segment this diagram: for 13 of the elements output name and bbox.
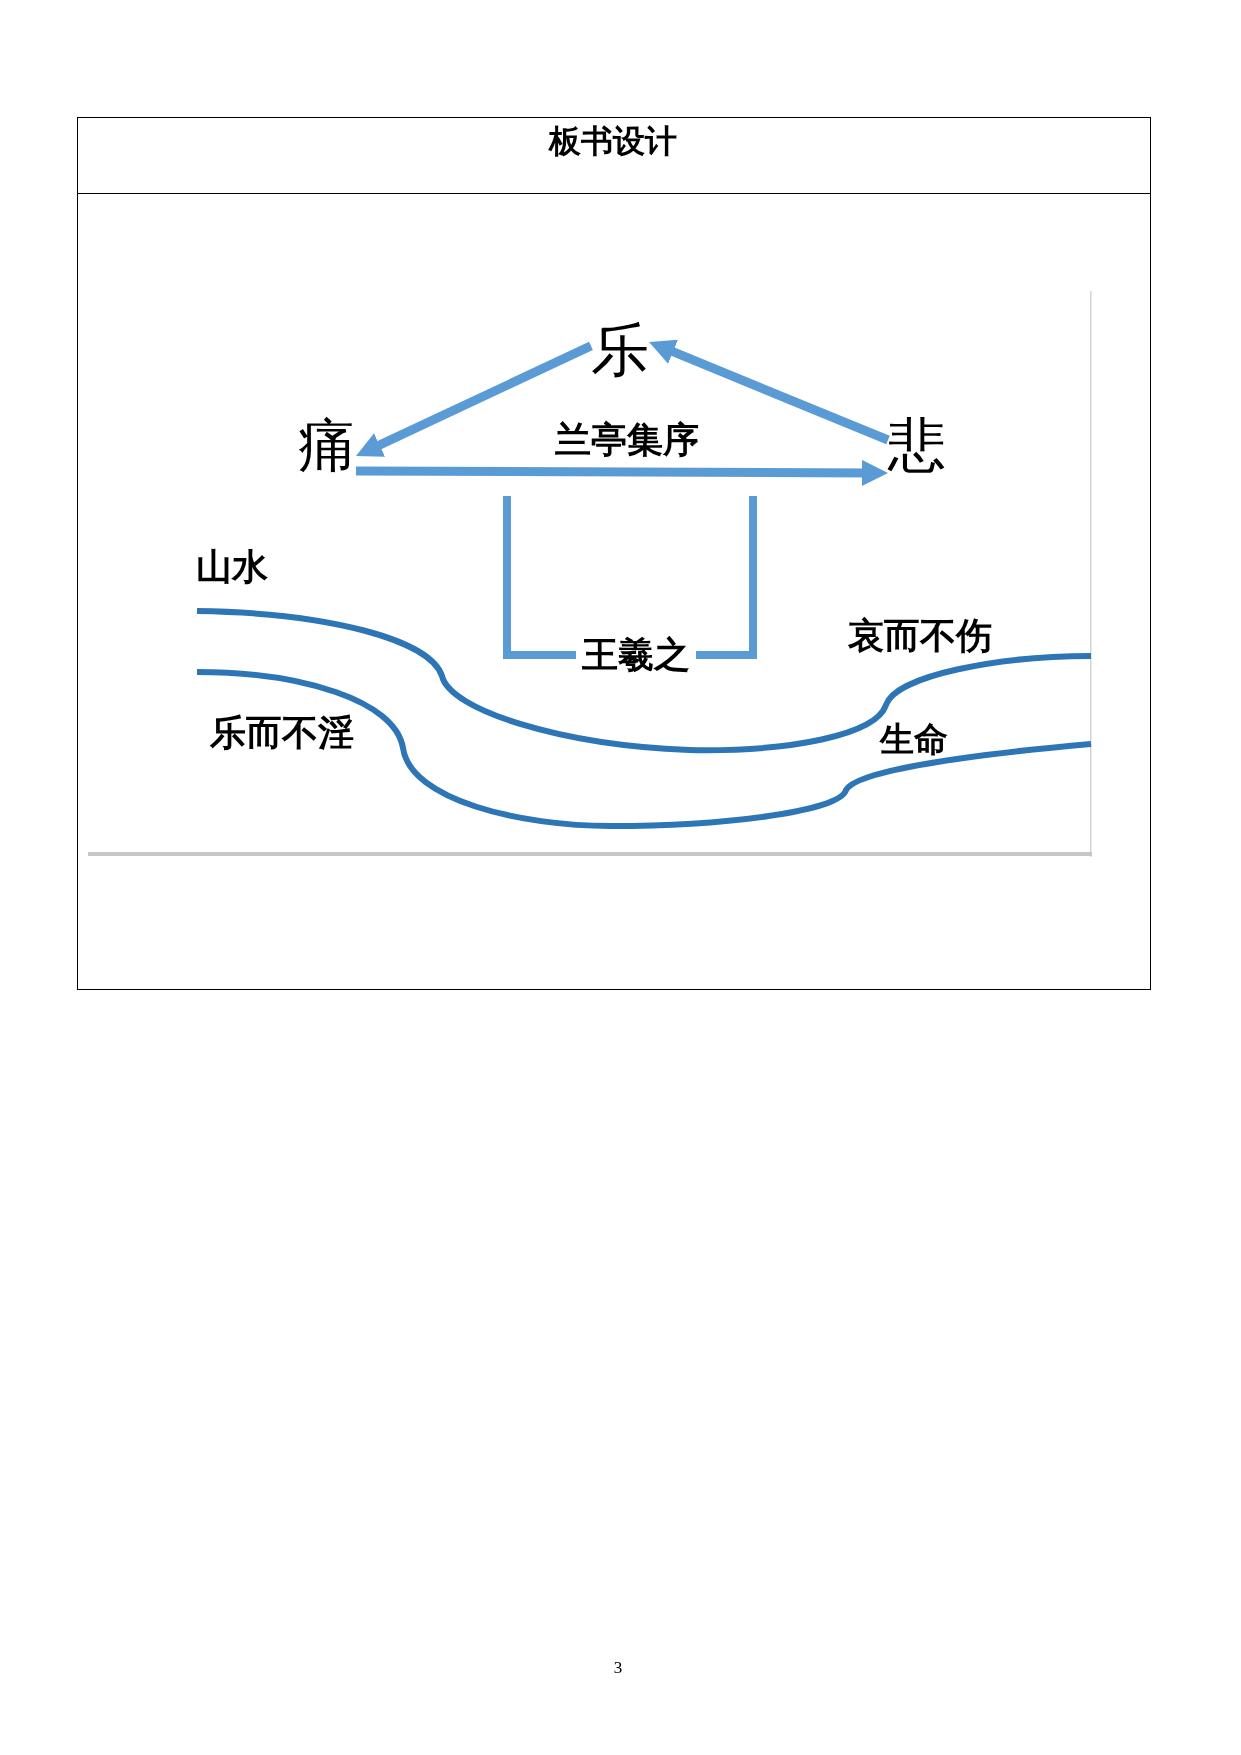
- house-label: 王羲之: [582, 637, 690, 673]
- page-number: 3: [613, 1658, 623, 1676]
- character-label: 悲: [888, 416, 946, 474]
- arrow: [355, 459, 888, 486]
- character-label: 痛: [298, 416, 356, 474]
- river-label: 生命: [880, 722, 948, 756]
- table-heading: 板书设计: [549, 125, 677, 157]
- character-label: 乐: [591, 321, 649, 379]
- roof-label: 兰亭集序: [555, 422, 699, 458]
- river-label: 哀而不伤: [848, 618, 992, 654]
- river-label: 乐而不淫: [210, 715, 354, 751]
- river-label: 山水: [196, 549, 268, 585]
- arrow: [647, 337, 890, 445]
